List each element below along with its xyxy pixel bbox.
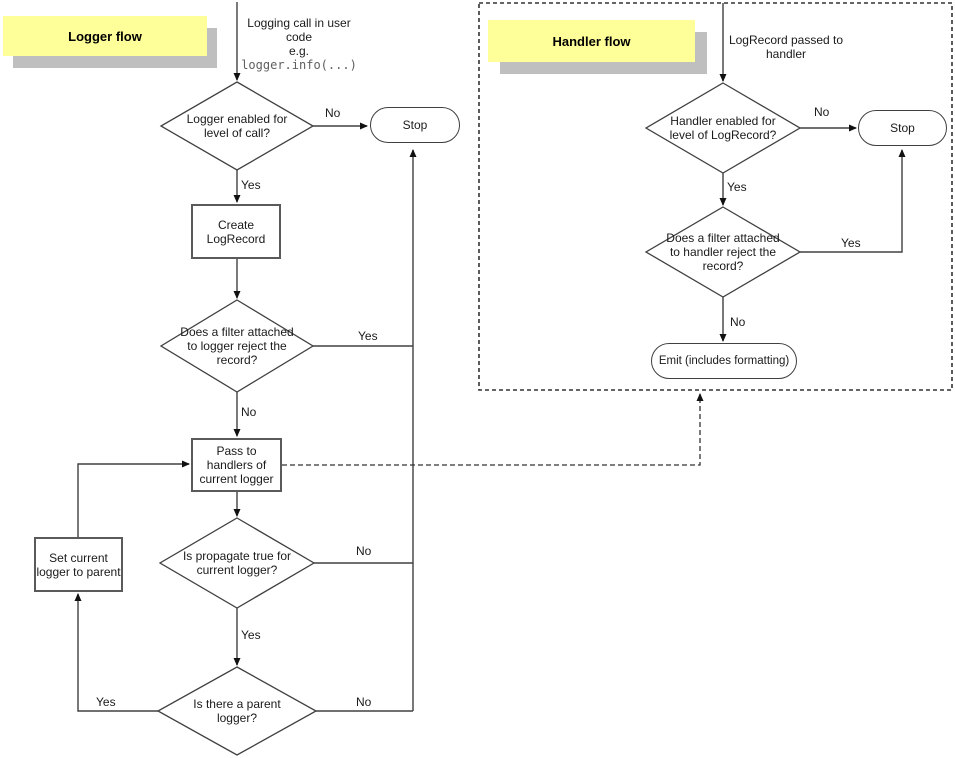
decision-diamond-handler-level [644,82,802,174]
logger-entry-note: Logging call in user code e.g. logger.in… [236,16,362,72]
decision-propagate-label: Is propagate true for current logger? [182,549,292,577]
decision-handler-filter-label: Does a filter attached to handler reject… [666,231,780,273]
decision-diamond-propagate [158,517,316,609]
edge-label-handler-filter-no: No [730,315,746,329]
process-pass-to-handlers: Pass to handlers of current logger [191,438,282,492]
logger-entry-text: Logging call in user code e.g. [247,16,351,58]
decision-diamond-handler-filter [644,206,802,298]
decision-diamond-logger-filter [159,299,315,393]
edge-label-level-yes: Yes [241,178,261,192]
handler-flow-frame [478,2,953,391]
handler-flow-title: Handler flow [552,33,631,49]
connector-pass-to-handler-flow-dashed [282,393,704,466]
edge-label-parent-yes: Yes [96,695,116,709]
decision-diamond-logger-level [159,81,315,171]
terminal-logger-stop: Stop [370,107,460,143]
edge-label-filter-yes: Yes [358,329,378,343]
decision-diamond-parent-logger [156,666,318,756]
edge-label-parent-no: No [356,695,372,709]
edge-label-handler-filter-yes: Yes [841,236,861,250]
terminal-handler-stop: Stop [858,110,947,146]
terminal-emit: Emit (includes formatting) [651,343,797,379]
connector-set-parent-to-pass [77,460,190,537]
edge-label-filter-no: No [241,405,257,419]
decision-parent-logger-label: Is there a parent logger? [193,697,281,725]
edge-label-handler-level-no: No [814,105,830,119]
edge-label-handler-level-yes: Yes [727,180,747,194]
connector-handler-filter-yes-to-stop [800,149,906,253]
decision-handler-level-label: Handler enabled for level of LogRecord? [669,114,777,142]
process-create-logrecord: Create LogRecord [191,204,281,259]
edge-label-level-no: No [325,106,341,120]
connector-parent-yes-to-set-parent [74,593,158,712]
edge-label-propagate-no: No [356,544,372,558]
edge-label-propagate-yes: Yes [241,628,261,642]
logger-flow-section-label: Logger flow [3,16,207,56]
handler-entry-note: LogRecord passed to handler [728,33,844,61]
decision-logger-level-label: Logger enabled for level of call? [186,112,288,140]
handler-flow-section-label: Handler flow [488,20,695,62]
logger-entry-code: logger.info(...) [241,58,357,72]
process-set-logger-to-parent: Set current logger to parent [34,537,123,592]
decision-logger-filter-label: Does a filter attached to logger reject … [180,325,294,367]
logger-flow-title: Logger flow [68,28,142,44]
